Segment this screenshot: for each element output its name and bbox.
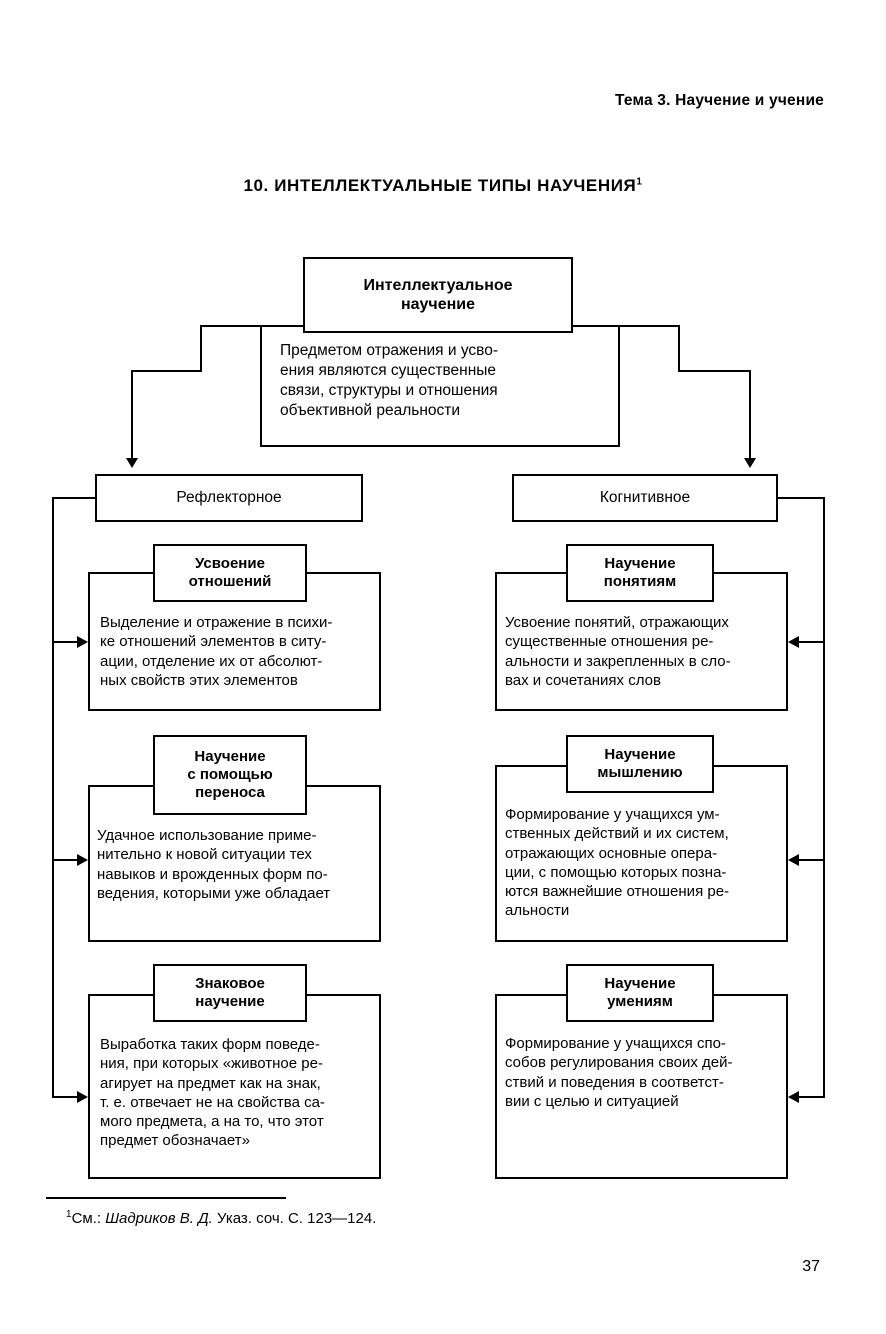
root-header-box: Интеллектуальное научение: [303, 257, 573, 333]
title-footnote-marker: 1: [636, 176, 643, 188]
connector-root-right-v1: [678, 325, 680, 372]
spine-left-stub: [52, 497, 97, 499]
arrow-into-left-item-1: [77, 636, 88, 648]
connector-root-left-h1: [200, 325, 262, 327]
spine-right-branch-1: [799, 641, 825, 643]
arrow-into-left-item-2: [77, 854, 88, 866]
arrow-into-right-item-3: [788, 1091, 799, 1103]
connector-root-left-v1: [200, 325, 202, 372]
right-item-3-header-box: Научение умениям: [566, 964, 714, 1022]
connector-root-right-h1: [618, 325, 680, 327]
spine-left-branch-1: [52, 641, 78, 643]
right-item-3-body-text: Формирование у учащихся спо- собов регул…: [505, 1035, 733, 1110]
spine-right-vertical: [823, 497, 825, 1098]
footnote-suffix: Указ. соч. С. 123—124.: [212, 1210, 377, 1227]
connector-root-left-h2: [131, 370, 202, 372]
root-header-label: Интеллектуальное научение: [363, 276, 513, 313]
right-item-2-body-text: Формирование у учащихся ум- ственных дей…: [505, 806, 730, 920]
spine-right-branch-2: [799, 859, 825, 861]
spine-right-stub: [776, 497, 825, 499]
connector-root-right-v2: [749, 370, 751, 460]
branch-left-label: Рефлекторное: [176, 488, 282, 506]
right-item-2-header-box: Научение мышлению: [566, 735, 714, 793]
footnote-author: Шадриков В. Д.: [105, 1210, 213, 1227]
left-item-1-header-label: Усвоение отношений: [188, 555, 272, 590]
branch-header-kognitivnoe: Когнитивное: [512, 474, 778, 522]
right-item-1-body-text: Усвоение понятий, отражающих существенны…: [505, 614, 731, 689]
left-item-2-header-box: Научение с помощью переноса: [153, 735, 307, 815]
left-item-3-body-text: Выработка таких форм поведе- ния, при ко…: [100, 1036, 325, 1150]
left-item-3-body-box: [88, 994, 381, 1179]
branch-header-reflektornoe: Рефлекторное: [95, 474, 363, 522]
footnote: 1См.: Шадриков В. Д. Указ. соч. С. 123—1…: [66, 1209, 376, 1227]
left-item-1-body-text: Выделение и отражение в психи- ке отноше…: [100, 614, 333, 689]
branch-right-label: Когнитивное: [599, 488, 691, 506]
left-item-1-header-box: Усвоение отношений: [153, 544, 307, 602]
left-item-3-header-label: Знаковое научение: [195, 975, 265, 1010]
root-body-text: Предметом отражения и усво- ения являютс…: [280, 342, 499, 419]
connector-root-left-arrow: [126, 458, 138, 468]
arrow-into-left-item-3: [77, 1091, 88, 1103]
arrow-into-right-item-2: [788, 854, 799, 866]
footnote-rule: [46, 1197, 286, 1199]
spine-left-branch-3: [52, 1096, 78, 1098]
right-item-3-body-box: [495, 994, 788, 1179]
right-item-1-header-label: Научение понятиям: [603, 555, 677, 590]
footnote-prefix: См.:: [71, 1210, 106, 1227]
page-number: 37: [802, 1258, 820, 1275]
connector-root-right-h2: [678, 370, 751, 372]
right-item-3-header-label: Научение умениям: [604, 975, 676, 1010]
running-head: Тема 3. Научение и учение: [615, 92, 824, 109]
left-item-2-body-text: Удачное использование приме- нительно к …: [97, 827, 331, 902]
connector-root-right-arrow: [744, 458, 756, 468]
right-item-2-header-label: Научение мышлению: [597, 746, 683, 781]
spine-left-branch-2: [52, 859, 78, 861]
page-title-text: 10. ИНТЕЛЛЕКТУАЛЬНЫЕ ТИПЫ НАУЧЕНИЯ: [243, 176, 637, 195]
right-item-1-header-box: Научение понятиям: [566, 544, 714, 602]
spine-right-branch-3: [799, 1096, 825, 1098]
spine-left-vertical: [52, 497, 54, 1098]
left-item-2-header-label: Научение с помощью переноса: [187, 748, 273, 801]
page-title: 10. ИНТЕЛЛЕКТУАЛЬНЫЕ ТИПЫ НАУЧЕНИЯ1: [0, 176, 886, 196]
left-item-3-header-box: Знаковое научение: [153, 964, 307, 1022]
arrow-into-right-item-1: [788, 636, 799, 648]
footnote-marker: 1: [66, 1209, 72, 1220]
connector-root-left-v2: [131, 370, 133, 460]
